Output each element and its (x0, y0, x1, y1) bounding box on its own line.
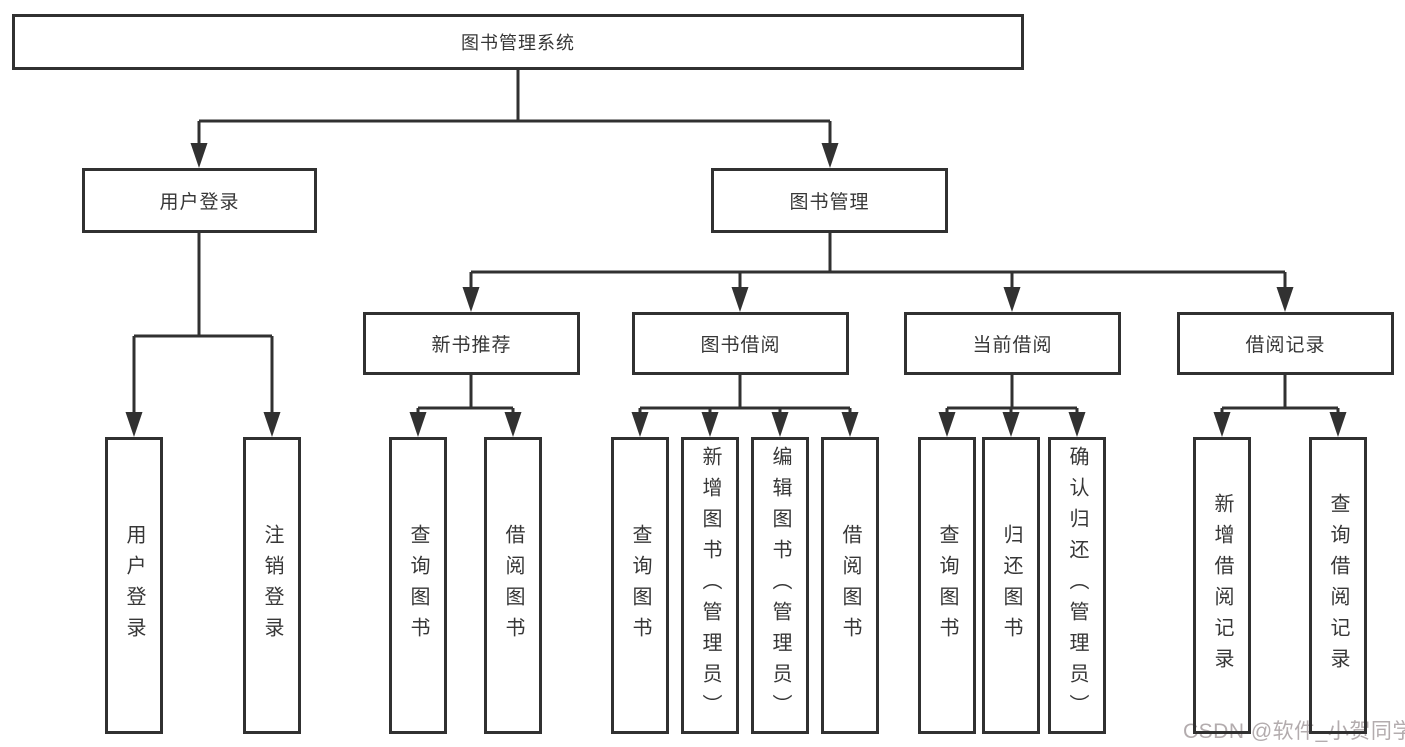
leaf-edit-book-admin: 编辑图书（管理员） (751, 437, 809, 734)
node-new-book-recommend-label: 新书推荐 (431, 335, 512, 356)
node-root: 图书管理系统 (12, 14, 1024, 70)
node-current-borrowing-label: 当前借阅 (972, 335, 1053, 356)
leaf-add-book-admin-label: 新增图书（管理员） (699, 446, 721, 725)
leaf-query-books-current-label: 查询图书 (936, 523, 958, 648)
node-new-book-recommend: 新书推荐 (363, 312, 580, 375)
node-book-management: 图书管理 (711, 168, 948, 233)
leaf-borrow-books-borrowing: 借阅图书 (821, 437, 879, 734)
node-borrowing-records-label: 借阅记录 (1245, 335, 1326, 356)
leaf-return-books: 归还图书 (982, 437, 1040, 734)
leaf-query-borrow-record: 查询借阅记录 (1309, 437, 1367, 734)
connector-edges (132, 70, 1340, 414)
node-book-management-label: 图书管理 (789, 192, 870, 213)
leaf-borrow-books-recommend-label: 借阅图书 (502, 523, 524, 648)
leaf-add-borrow-record-label: 新增借阅记录 (1211, 492, 1233, 679)
leaf-add-borrow-record: 新增借阅记录 (1193, 437, 1251, 734)
node-book-borrowing: 图书借阅 (632, 312, 849, 375)
leaf-borrow-books-recommend: 借阅图书 (484, 437, 542, 734)
leaf-confirm-return-admin-label: 确认归还（管理员） (1066, 446, 1088, 725)
leaf-query-books-borrowing: 查询图书 (611, 437, 669, 734)
node-borrowing-records: 借阅记录 (1177, 312, 1394, 375)
node-root-label: 图书管理系统 (461, 33, 575, 53)
leaf-user-login: 用户登录 (105, 437, 163, 734)
leaf-add-book-admin: 新增图书（管理员） (681, 437, 739, 734)
leaf-logout-label: 注销登录 (261, 523, 283, 648)
leaf-query-books-recommend-label: 查询图书 (407, 523, 429, 648)
node-user-login-label: 用户登录 (159, 192, 240, 213)
node-user-login: 用户登录 (82, 168, 317, 233)
arrowhead-icons (125, 143, 1347, 437)
leaf-borrow-books-borrowing-label: 借阅图书 (839, 523, 861, 648)
csdn-watermark: CSDN @软件_小贺同学 (1183, 720, 1405, 743)
leaf-query-books-borrowing-label: 查询图书 (629, 523, 651, 648)
leaf-confirm-return-admin: 确认归还（管理员） (1048, 437, 1106, 734)
leaf-user-login-label: 用户登录 (123, 523, 145, 648)
leaf-query-books-recommend: 查询图书 (389, 437, 447, 734)
leaf-logout: 注销登录 (243, 437, 301, 734)
node-book-borrowing-label: 图书借阅 (700, 335, 781, 356)
leaf-query-borrow-record-label: 查询借阅记录 (1327, 492, 1349, 679)
leaf-query-books-current: 查询图书 (918, 437, 976, 734)
leaf-return-books-label: 归还图书 (1000, 523, 1022, 648)
node-current-borrowing: 当前借阅 (904, 312, 1121, 375)
leaf-edit-book-admin-label: 编辑图书（管理员） (769, 446, 791, 725)
